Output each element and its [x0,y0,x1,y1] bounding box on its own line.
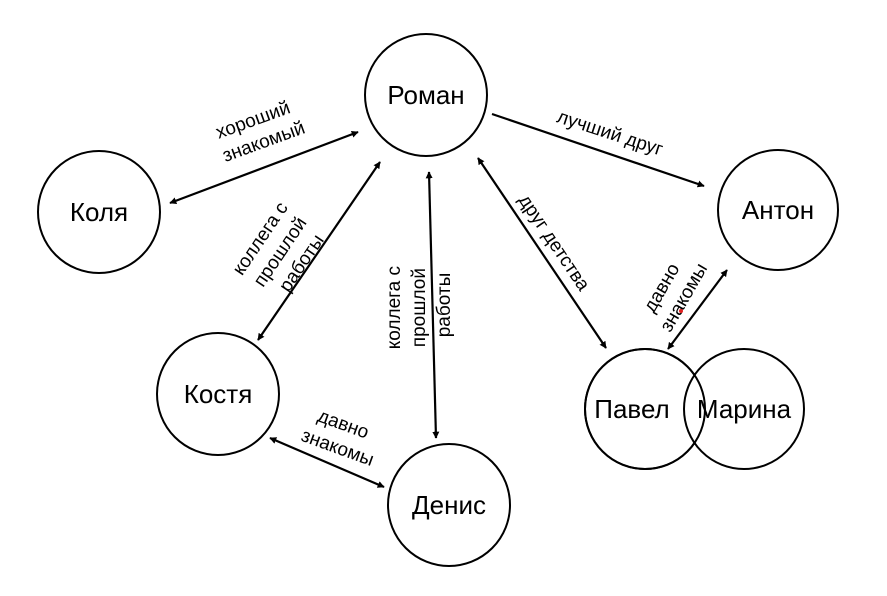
svg-text:лучший друг: лучший друг [554,106,665,160]
edge-kostya-denis: давно знакомы [269,403,385,489]
edge-roman-anton: лучший друг [491,106,705,188]
svg-text:давно знакомы: давно знакомы [635,248,712,336]
node-roman: Роман [364,33,488,157]
edge-label-roman-pavel: друг детства [514,191,594,295]
edge-label-roman-denis-line1: коллега с [384,266,405,349]
node-label-kostya: Костя [184,379,253,409]
svg-text:коллега с прошлой: коллега с прошлой работы [384,261,455,350]
node-denis: Денис [387,443,511,567]
pavel-circle-outline [584,348,706,470]
edge-anton-pavel: давно знакомы [635,248,728,350]
edge-label-roman-anton: лучший друг [554,106,665,160]
node-label-roman: Роман [387,80,464,110]
red-dot-mark [679,309,683,313]
svg-text:коллега с прошлой: коллега с прошлой работы [229,194,336,306]
edge-roman-pavel: друг детства [477,157,607,349]
node-label-denis: Денис [412,490,486,520]
svg-text:давно знакомы: давно знакомы [298,403,384,471]
node-kostya: Костя [156,332,280,456]
node-label-kolya: Коля [70,197,128,227]
node-marina [683,348,805,470]
edge-roman-kolya: хороший знакомый [169,97,359,205]
edge-label-roman-denis-line2: прошлой [409,268,430,347]
edge-roman-denis: коллега с прошлой работы [384,171,455,439]
node-label-pavel: Павел [594,394,669,424]
edge-roman-kostya: коллега с прошлой работы [229,161,381,341]
node-kolya: Коля [37,150,161,274]
svg-text:друг детства: друг детства [514,191,594,295]
node-label-marina: Марина [697,394,792,424]
node-label-anton: Антон [742,195,814,225]
node-anton: Антон [717,149,839,271]
edge-label-roman-denis-line3: работы [434,273,455,338]
